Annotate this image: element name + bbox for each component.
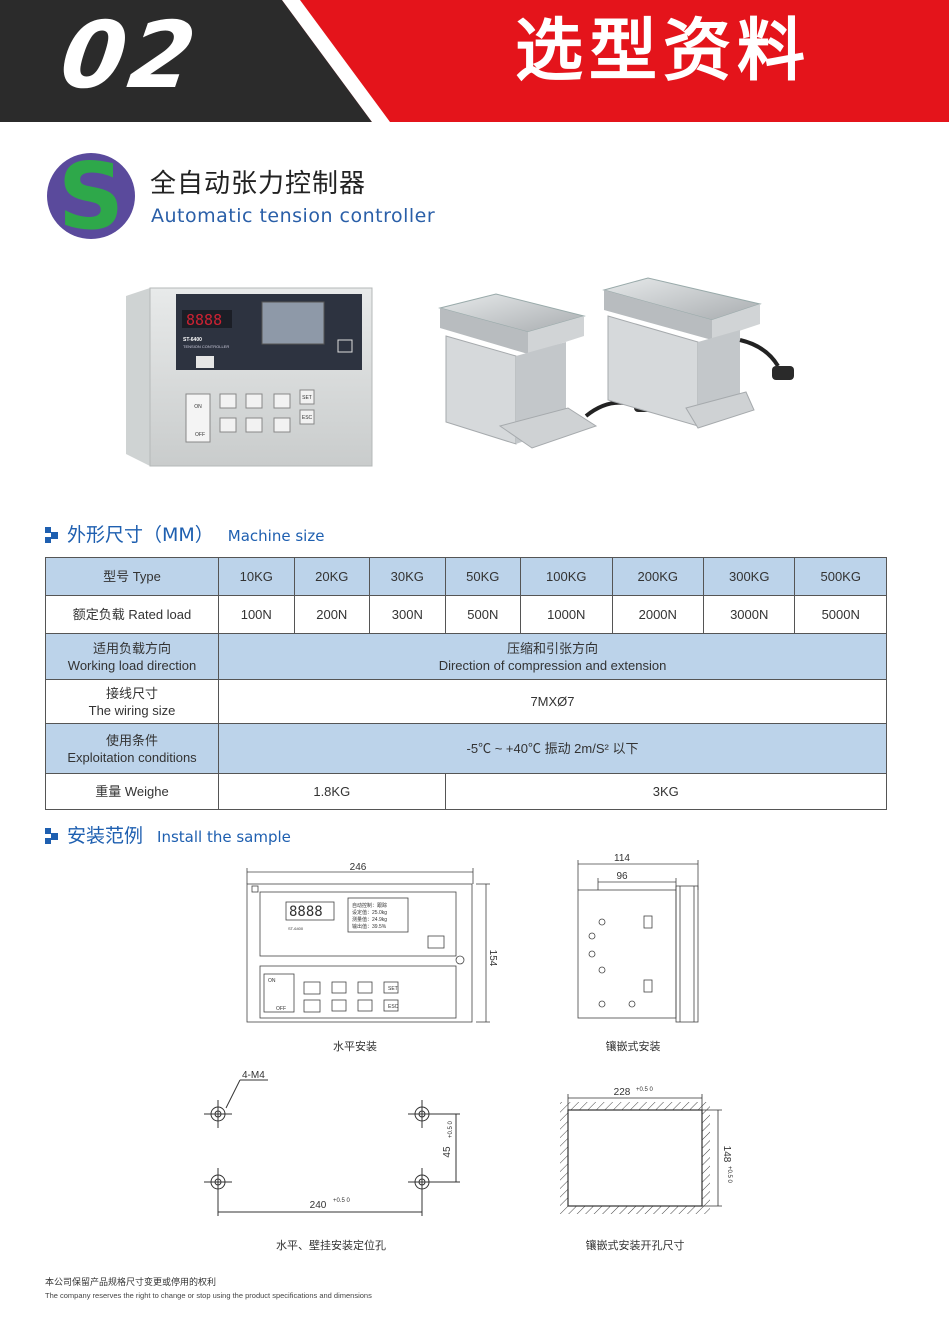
- svg-text:96: 96: [616, 871, 628, 882]
- caption-holes: 水平、壁挂安装定位孔: [276, 1239, 386, 1252]
- footer-note-cn: 本公司保留产品规格尺寸变更或停用的权利: [45, 1278, 217, 1288]
- svg-text:154: 154: [487, 950, 498, 967]
- table-cell: 200KG: [611, 557, 705, 596]
- svg-text:OFF: OFF: [195, 432, 205, 438]
- table-row-load: 额定负载 Rated load 100N 200N 300N 500N 1000…: [45, 595, 887, 634]
- svg-text:测量值：24.9kg: 测量值：24.9kg: [352, 916, 387, 923]
- svg-text:148: 148: [721, 1146, 732, 1163]
- table-cell: 100N: [218, 595, 295, 634]
- svg-text:4-M4: 4-M4: [242, 1070, 265, 1081]
- svg-text:+0.5 0: +0.5 0: [636, 1087, 654, 1093]
- section-bullet-icon: [45, 527, 59, 543]
- table-cell: 5000N: [794, 595, 887, 634]
- svg-text:ST-6400: ST-6400: [288, 926, 304, 931]
- svg-text:+0.5 0: +0.5 0: [726, 1166, 732, 1184]
- load-cell-photo: [438, 277, 794, 449]
- logo-letter: S: [58, 152, 124, 240]
- svg-text:ON: ON: [268, 978, 276, 984]
- svg-text:设定值：25.0kg: 设定值：25.0kg: [352, 909, 387, 916]
- svg-text:246: 246: [350, 862, 367, 873]
- svg-text:8888: 8888: [186, 311, 222, 329]
- svg-text:ST-6400: ST-6400: [183, 337, 202, 343]
- footer-note-en: The company reserves the right to change…: [45, 1291, 372, 1300]
- table-cell-weight-2: 3KG: [444, 773, 888, 810]
- section-title-cn: 安装范例: [67, 825, 144, 847]
- table-cell: 500N: [444, 595, 522, 634]
- caption-side: 镶嵌式安装: [605, 1040, 661, 1053]
- controller-photo: 8888 ST-6400 TENSION CONTROLLER ON OFF S…: [126, 287, 373, 467]
- table-cell: 300N: [369, 595, 446, 634]
- table-cell: 2000N: [611, 595, 705, 634]
- mounting-holes-drawing: 4-M4 240 +0.5 0 45 +0.5 0: [204, 1070, 460, 1216]
- table-cell: 20KG: [293, 557, 371, 596]
- table-cell: 30KG: [369, 557, 446, 596]
- s-logo-icon: S: [47, 152, 135, 240]
- caption-cutout: 镶嵌式安装开孔尺寸: [585, 1239, 685, 1252]
- svg-text:+0.5 0: +0.5 0: [448, 1120, 454, 1138]
- section-title: 选型资料: [515, 12, 812, 91]
- spec-table: 型号 Type 10KG 20KG 30KG 50KG 100KG 200KG …: [45, 557, 888, 810]
- svg-text:输出值：39.5%: 输出值：39.5%: [352, 923, 387, 930]
- table-cell: 10KG: [218, 557, 295, 596]
- table-cell-weight-1: 1.8KG: [218, 773, 446, 810]
- svg-text:ESC: ESC: [388, 1004, 399, 1010]
- panel-cutout-drawing: 228 +0.5 0 148 +0.5 0: [560, 1087, 732, 1214]
- section-machine-size: 外形尺寸（MM） Machine size: [45, 520, 324, 547]
- svg-text:240: 240: [310, 1200, 327, 1211]
- table-row-weight: 重量 Weighe 1.8KG 3KG: [45, 773, 888, 810]
- product-title-en: Automatic tension controller: [151, 205, 436, 227]
- product-title-cn: 全自动张力控制器: [150, 169, 367, 199]
- svg-text:114: 114: [614, 853, 630, 864]
- table-cell: 500KG: [794, 557, 887, 596]
- svg-text:+0.5 0: +0.5 0: [333, 1198, 351, 1204]
- svg-text:SET: SET: [388, 986, 398, 992]
- table-cell: 3000N: [702, 595, 796, 634]
- section-title-en: Install the sample: [157, 828, 291, 846]
- table-cell: 300KG: [702, 557, 796, 596]
- table-cell: 1000N: [520, 595, 613, 634]
- table-cell: 50KG: [444, 557, 522, 596]
- header-background: [0, 0, 949, 122]
- front-view-drawing: 246 154 8888 ST-6400 自动控制：跟踪 设定值：25.0kg …: [246, 862, 498, 1023]
- table-header-load: 额定负载 Rated load: [45, 595, 219, 634]
- section-install: 安装范例 Install the sample: [45, 821, 291, 848]
- svg-text:OFF: OFF: [276, 1006, 286, 1012]
- svg-text:8888: 8888: [289, 904, 323, 920]
- table-header-type: 型号 Type: [45, 557, 219, 596]
- svg-text:ON: ON: [194, 404, 202, 410]
- svg-text:ESC: ESC: [302, 415, 313, 421]
- section-title-en: Machine size: [227, 527, 325, 545]
- side-view-drawing: 114 96: [577, 853, 699, 1023]
- svg-text:228: 228: [614, 1087, 631, 1098]
- table-cell: 200N: [293, 595, 371, 634]
- table-row-type: 型号 Type 10KG 20KG 30KG 50KG 100KG 200KG …: [45, 557, 887, 596]
- svg-text:SET: SET: [302, 395, 312, 401]
- caption-front: 水平安装: [333, 1040, 377, 1053]
- table-cell-conditions: -5℃ ~ +40℃ 振动 2m/S² 以下: [218, 723, 887, 774]
- section-bullet-icon: [45, 828, 59, 844]
- section-number: 02: [54, 2, 206, 109]
- table-header-weight: 重量 Weighe: [45, 773, 219, 810]
- section-title-cn: 外形尺寸（MM）: [67, 524, 214, 546]
- svg-text:TENSION CONTROLLER: TENSION CONTROLLER: [183, 344, 229, 349]
- table-cell-wiring: 7MXØ7: [218, 679, 887, 724]
- svg-text:45: 45: [442, 1146, 453, 1158]
- table-cell: 100KG: [520, 557, 613, 596]
- page-header: 02 选型资料: [0, 0, 949, 122]
- svg-text:自动控制：跟踪: 自动控制：跟踪: [352, 902, 387, 909]
